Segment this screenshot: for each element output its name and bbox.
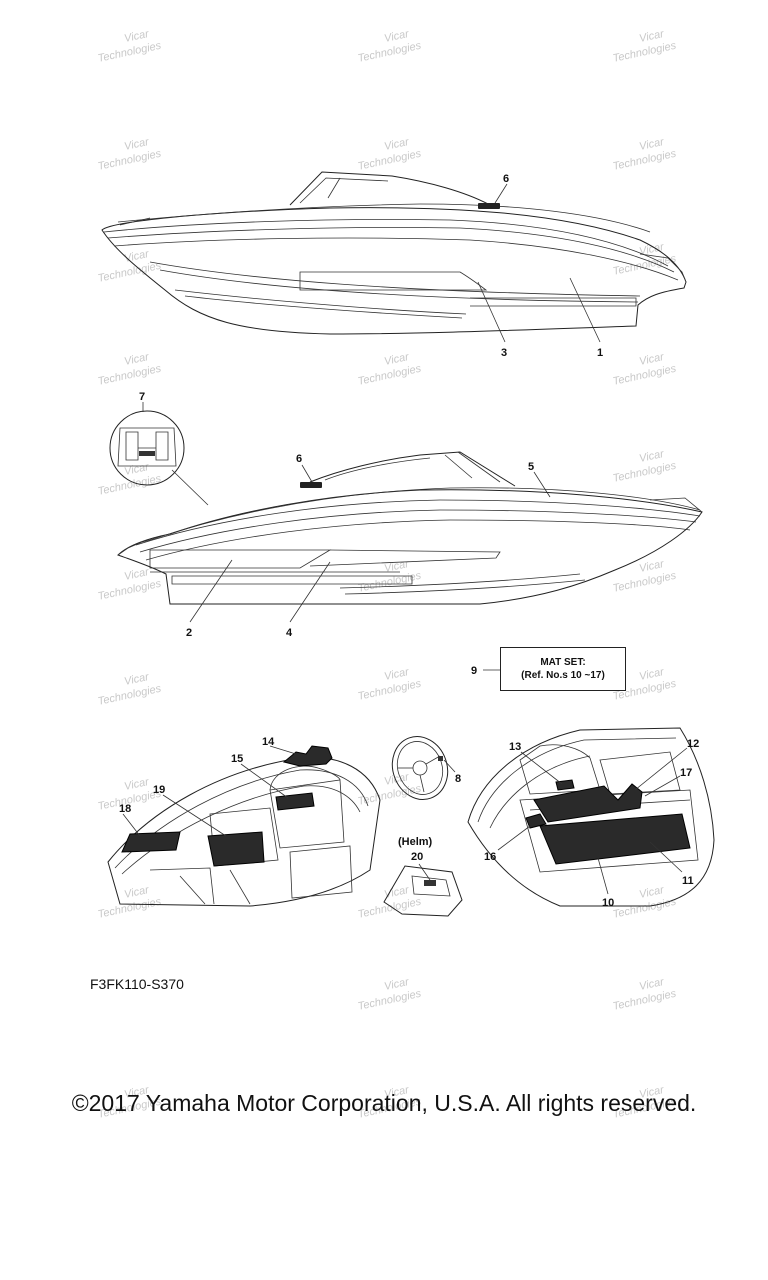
watermark-line1: Vicar (123, 1084, 151, 1101)
watermark-line1: Vicar (638, 976, 666, 993)
callout-16: 16 (484, 851, 496, 863)
watermark-line1: Vicar (638, 136, 666, 153)
callout-5: 5 (528, 461, 534, 473)
helm-label: (Helm) (398, 836, 433, 848)
mat-set-ref: (Ref. No.s 10 ~17) (521, 670, 605, 681)
watermark-line1: Vicar (638, 666, 666, 683)
mat-set-title: MAT SET: (540, 657, 586, 668)
watermark-line1: Vicar (123, 28, 151, 45)
watermark-line1: Vicar (638, 448, 666, 465)
callout-13: 13 (509, 741, 521, 753)
callout-8: 8 (455, 773, 461, 785)
callout-3: 3 (501, 347, 507, 359)
watermark-line1: Vicar (383, 351, 411, 368)
mat-11-10 (539, 813, 691, 865)
boat-port-view (117, 451, 703, 605)
watermark-line1: Vicar (383, 28, 411, 45)
watermark-line1: Vicar (638, 351, 666, 368)
mat-15 (275, 792, 315, 811)
watermark-line1: Vicar (123, 351, 151, 368)
watermark-line1: Vicar (123, 884, 151, 901)
watermark-line1: Vicar (123, 461, 151, 478)
yamaha-logo-decal-icon (478, 203, 500, 209)
mat-18 (121, 831, 181, 853)
callout-9: 9 (471, 665, 477, 677)
callout-19: 19 (153, 784, 165, 796)
watermark-line1: Vicar (123, 776, 151, 793)
callout-1: 1 (597, 347, 603, 359)
mat-set-box: MAT SET: (Ref. No.s 10 ~17) (500, 647, 626, 691)
copyright-notice: ©2017 Yamaha Motor Corporation, U.S.A. A… (71, 1090, 697, 1116)
detail-circle-transom (109, 410, 209, 506)
watermark-line1: Vicar (638, 1084, 666, 1101)
watermark-line1: Vicar (383, 666, 411, 683)
watermark-line1: Vicar (383, 1084, 411, 1101)
watermark-line1: Vicar (638, 558, 666, 575)
callout-15: 15 (231, 753, 243, 765)
callout-14: 14 (262, 736, 275, 748)
helm-decal-icon (424, 880, 436, 886)
watermark-line1: Vicar (638, 28, 666, 45)
transom-decal-icon (139, 451, 155, 456)
watermark-line1: Vicar (383, 771, 411, 788)
bow-interior-view (107, 756, 381, 907)
callout-11: 11 (682, 875, 694, 887)
watermark-line1: Vicar (638, 884, 666, 901)
watermark-line1: Vicar (123, 671, 151, 688)
callout-2: 2 (186, 627, 192, 639)
yamaha-logo-decal-icon-2 (300, 482, 322, 488)
callout-18: 18 (119, 803, 131, 815)
watermark-line1: Vicar (383, 136, 411, 153)
watermark-line1: Vicar (638, 241, 666, 258)
helm-console (383, 865, 463, 917)
callout-10: 10 (602, 897, 614, 909)
stern-interior-view (467, 727, 715, 907)
boat-starboard-view (101, 171, 687, 335)
watermark-line1: Vicar (383, 884, 411, 901)
watermark-line1: Vicar (123, 566, 151, 583)
callout-20: 20 (411, 851, 423, 863)
callout-17: 17 (680, 767, 692, 779)
mat-12 (533, 783, 643, 823)
watermark-line1: Vicar (123, 136, 151, 153)
diagram-code: F3FK110-S370 (90, 976, 184, 992)
callout-4: 4 (286, 627, 293, 639)
callout-6-top: 6 (503, 173, 509, 185)
mat-16 (525, 813, 547, 829)
mat-14 (282, 745, 333, 767)
callout-7: 7 (139, 391, 145, 403)
wheel-emblem-icon (438, 756, 443, 761)
steering-wheel (391, 736, 449, 800)
mat-19 (207, 831, 265, 867)
watermark-line1: Vicar (383, 976, 411, 993)
callout-12: 12 (687, 738, 699, 750)
callout-6-second: 6 (296, 453, 302, 465)
